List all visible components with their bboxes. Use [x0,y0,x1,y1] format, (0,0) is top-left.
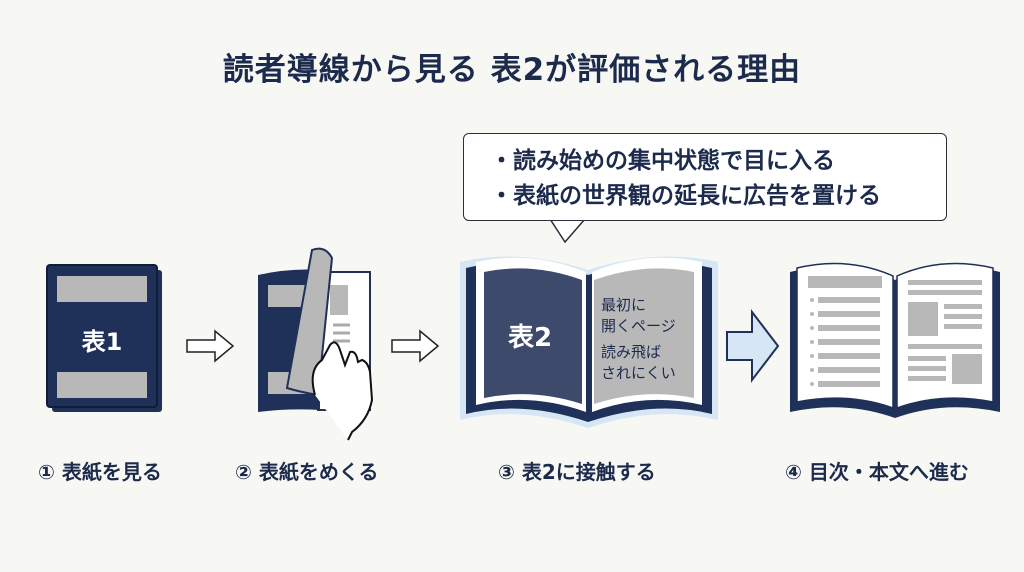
step-2-label: ② 表紙をめくる [235,460,379,484]
arrow-right-icon [726,309,780,383]
book3-right-line: されにくい [601,364,676,382]
arrow-right-icon [391,329,440,363]
book3-right-line: 最初に [601,296,646,314]
open-book-highlighted-icon: 表2 最初に 開くページ 読み飛ば されにくい [460,256,718,428]
book3-right-line: 開くページ [601,317,676,335]
book1-label: 表1 [82,328,123,356]
page-turning-book-icon [258,247,374,441]
step-4-label: ④ 目次・本文へ進む [785,460,969,484]
callout-tail [548,218,587,244]
callout-bullet: ・読み始めの集中状態で目に入る [490,148,835,174]
callout-bullet: ・表紙の世界観の延長に広告を置ける [490,183,881,209]
book3-left-label: 表2 [508,323,552,353]
callout-box: ・読み始めの集中状態で目に入る ・表紙の世界観の延長に広告を置ける [463,133,947,221]
step-1-label: ① 表紙を見る [38,460,162,484]
closed-book-icon: 表1 [46,264,162,412]
page-title: 読者導線から見る 表2が評価される理由 [222,52,802,88]
book3-right-line: 読み飛ば [601,343,661,361]
step-3-label: ③ 表2に接触する [498,460,656,484]
arrow-right-icon [186,329,235,363]
open-book-contents-icon [790,262,1000,418]
